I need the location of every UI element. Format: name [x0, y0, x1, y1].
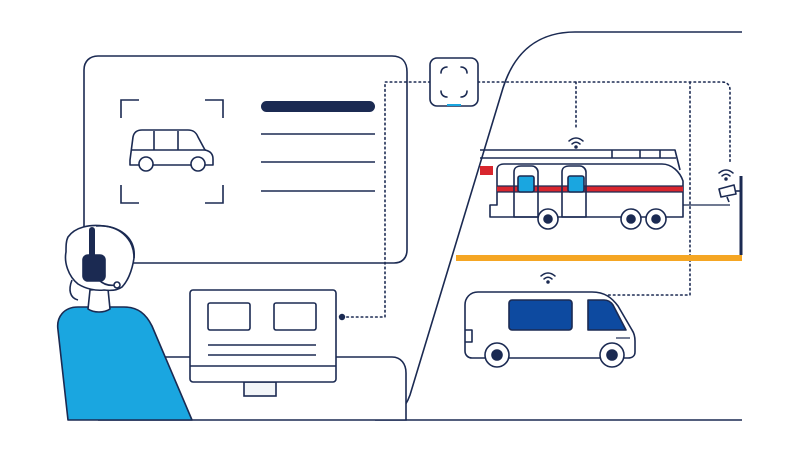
ceiling-camera-icon	[429, 57, 479, 107]
operator-monitor	[189, 289, 337, 397]
dashboard-heading-bar	[261, 101, 375, 112]
van	[464, 291, 636, 368]
security-camera-icon	[718, 184, 741, 203]
vehicle-focus-frame	[120, 99, 224, 204]
road-divider	[456, 255, 742, 261]
wifi-icon	[568, 137, 584, 149]
wifi-icon	[718, 169, 734, 181]
network-links	[341, 81, 731, 318]
headset-icon	[82, 227, 121, 289]
monitor-link-node	[338, 313, 346, 321]
fire-truck	[480, 149, 730, 230]
wifi-icon	[540, 272, 556, 284]
car-icon	[129, 129, 214, 172]
